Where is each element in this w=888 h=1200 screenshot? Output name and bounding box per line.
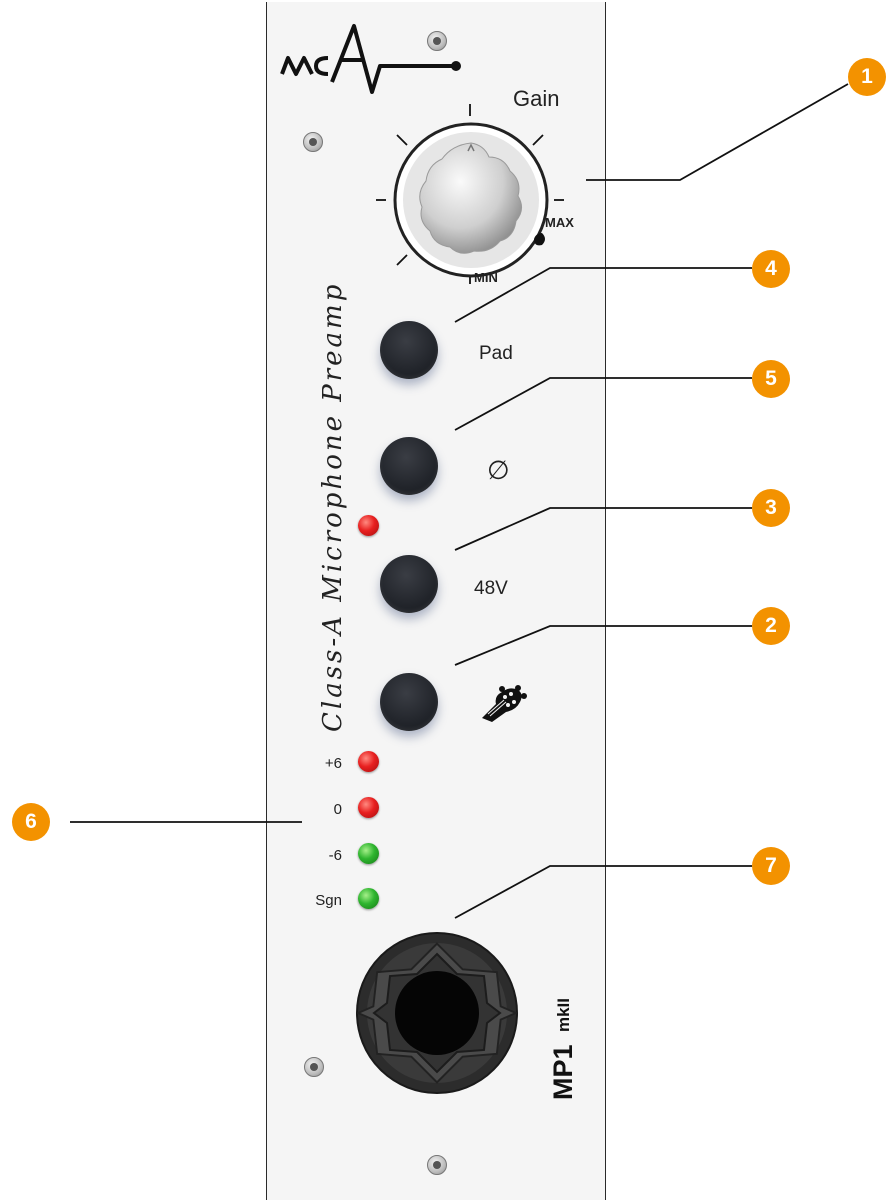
phantom-48v-label: 48V [474, 578, 508, 599]
pad-button[interactable] [380, 321, 438, 379]
upper-left-screw-icon [303, 132, 323, 152]
leader-line-4 [454, 267, 752, 323]
gain-knob[interactable] [392, 121, 552, 281]
callout-7: 7 [752, 847, 790, 885]
instrument-button[interactable] [380, 673, 438, 731]
callout-6: 6 [12, 803, 50, 841]
leader-line-5 [454, 377, 752, 431]
top-screw-icon [427, 31, 447, 51]
input-combo-jack[interactable] [354, 930, 520, 1096]
callout-2: 2 [752, 607, 790, 645]
mca-logo [280, 24, 461, 94]
phase-label: ∅ [487, 455, 510, 485]
pad-label: Pad [479, 343, 513, 364]
phantom-power-led [358, 515, 379, 536]
meter-label-0: 0 [333, 801, 342, 818]
meter-led-plus6 [358, 751, 379, 772]
gain-max-label: MAX [545, 215, 574, 230]
leader-line-1 [586, 83, 849, 181]
phantom-48v-button[interactable] [380, 555, 438, 613]
phase-button[interactable] [380, 437, 438, 495]
leader-line-2 [454, 625, 752, 666]
callout-3: 3 [752, 489, 790, 527]
callout-1: 1 [848, 58, 886, 96]
meter-led-minus6 [358, 843, 379, 864]
callout-5: 5 [752, 360, 790, 398]
meter-led-0 [358, 797, 379, 818]
callout-4: 4 [752, 250, 790, 288]
meter-label-plus6: +6 [324, 755, 342, 772]
meter-label-sgn: Sgn [315, 892, 342, 909]
guitar-headstock-icon [482, 685, 527, 722]
lower-left-screw-icon [304, 1057, 324, 1077]
bottom-screw-icon [427, 1155, 447, 1175]
gain-pointer-icon [534, 225, 546, 246]
meter-label-minus6: -6 [328, 847, 342, 864]
leader-line-3 [454, 507, 752, 551]
gain-label: Gain [513, 86, 560, 111]
gain-min-label: MIN [474, 270, 498, 285]
leader-line-7 [454, 865, 752, 919]
meter-led-sgn [358, 888, 379, 909]
